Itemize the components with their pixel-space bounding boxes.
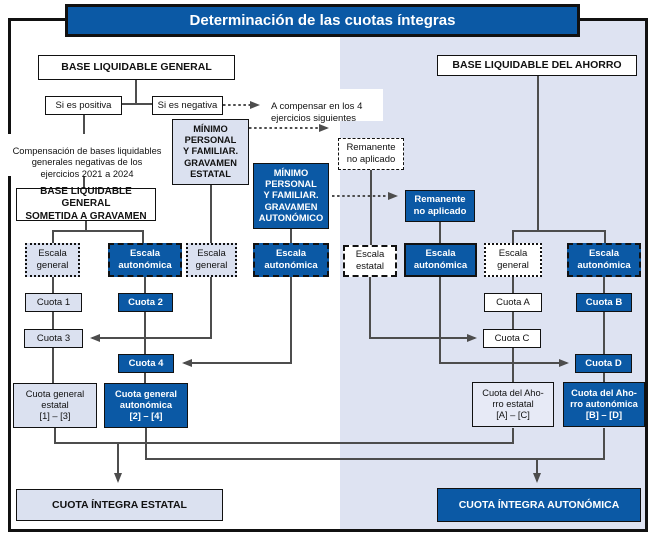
base-liquidable-ahorro-box: BASE LIQUIDABLE DEL AHORRO	[437, 55, 637, 76]
cuota-d-label: Cuota D	[585, 357, 622, 369]
cuota-b-box: Cuota B	[576, 293, 632, 312]
si-es-negativa-box: Si es negativa	[152, 96, 223, 115]
compensacion-note: Compensación de bases liquidables genera…	[6, 134, 168, 179]
cuota-2-box: Cuota 2	[118, 293, 173, 312]
escala-general-ahorro-label: Escala general	[497, 248, 529, 271]
escala-general-2-label: Escala general	[195, 248, 228, 271]
cuota-general-autonomica-label: Cuota general autonómica [2] – [4]	[115, 388, 177, 422]
page-title: Determinación de las cuotas íntegras	[65, 4, 580, 37]
cuota-ahorro-autonomica-box: Cuota del Aho- rro autonómica [B] – [D]	[563, 382, 645, 427]
remanente-no-aplicado-estatal-label: Remanente no aplicado	[346, 142, 396, 165]
page-title-label: Determinación de las cuotas íntegras	[189, 12, 456, 29]
cuota-integra-estatal-box: CUOTA ÍNTEGRA ESTATAL	[16, 489, 223, 521]
escala-autonomica-ahorro-1-box: Escala autonómica	[404, 243, 477, 277]
escala-autonomica-ahorro-2-box: Escala autonómica	[567, 243, 641, 277]
si-es-negativa-label: Si es negativa	[157, 99, 218, 111]
cuota-c-box: Cuota C	[483, 329, 541, 348]
escala-autonomica-2-label: Escala autonómica	[264, 248, 318, 271]
escala-general-1-label: Escala general	[36, 248, 69, 271]
cuota-a-label: Cuota A	[496, 296, 530, 308]
cuota-ahorro-estatal-box: Cuota del Aho- rro estatal [A] – [C]	[472, 382, 554, 427]
cuota-ahorro-estatal-label: Cuota del Aho- rro estatal [A] – [C]	[482, 387, 544, 421]
base-liquidable-general-label: BASE LIQUIDABLE GENERAL	[61, 61, 212, 74]
escala-autonomica-1-box: Escala autonómica	[108, 243, 182, 277]
cuota-integra-estatal-label: CUOTA ÍNTEGRA ESTATAL	[52, 498, 187, 511]
cuota-1-label: Cuota 1	[36, 296, 71, 308]
escala-estatal-label: Escala estatal	[355, 249, 385, 272]
base-liquidable-general-box: BASE LIQUIDABLE GENERAL	[38, 55, 235, 80]
cuota-general-autonomica-box: Cuota general autonómica [2] – [4]	[104, 383, 188, 428]
cuota-2-label: Cuota 2	[128, 296, 163, 308]
cuota-3-label: Cuota 3	[36, 332, 71, 344]
minimo-gravamen-autonomico-box: MÍNIMO PERSONAL Y FAMILIAR. GRAVAMEN AUT…	[253, 163, 329, 229]
cuota-3-box: Cuota 3	[24, 329, 83, 348]
escala-general-2-box: Escala general	[186, 243, 237, 277]
escala-estatal-box: Escala estatal	[343, 245, 397, 277]
cuota-d-box: Cuota D	[575, 354, 632, 373]
cuota-4-box: Cuota 4	[118, 354, 174, 373]
cuota-c-label: Cuota C	[494, 332, 530, 344]
remanente-no-aplicado-autonomico-label: Remanente no aplicado	[413, 194, 467, 217]
cuota-integra-autonomica-box: CUOTA ÍNTEGRA AUTONÓMICA	[437, 488, 641, 522]
escala-autonomica-ahorro-2-label: Escala autonómica	[577, 248, 631, 271]
escala-general-ahorro-box: Escala general	[484, 243, 542, 277]
sometida-gravamen-label: BASE LIQUIDABLE GENERAL SOMETIDA A GRAVA…	[25, 186, 147, 222]
base-liquidable-ahorro-label: BASE LIQUIDABLE DEL AHORRO	[452, 59, 622, 72]
escala-general-1-box: Escala general	[25, 243, 80, 277]
compensar-note-label: A compensar en los 4 ejercicios siguient…	[271, 100, 363, 124]
si-es-positiva-label: Si es positiva	[55, 99, 112, 111]
escala-autonomica-ahorro-1-label: Escala autonómica	[413, 248, 468, 271]
cuota-general-estatal-box: Cuota general estatal [1] – [3]	[13, 383, 97, 428]
cuota-a-box: Cuota A	[484, 293, 542, 312]
cuota-b-label: Cuota B	[585, 296, 623, 308]
minimo-gravamen-estatal-label: MÍNIMO PERSONAL Y FAMILIAR. GRAVAMEN EST…	[182, 123, 239, 179]
cuota-1-box: Cuota 1	[25, 293, 82, 312]
minimo-gravamen-autonomico-label: MÍNIMO PERSONAL Y FAMILIAR. GRAVAMEN AUT…	[258, 167, 324, 223]
sometida-gravamen-box: BASE LIQUIDABLE GENERAL SOMETIDA A GRAVA…	[16, 186, 156, 222]
cuota-general-estatal-label: Cuota general estatal [1] – [3]	[25, 388, 85, 422]
minimo-gravamen-estatal-box: MÍNIMO PERSONAL Y FAMILIAR. GRAVAMEN EST…	[172, 119, 249, 185]
cuota-ahorro-autonomica-label: Cuota del Aho- rro autonómica [B] – [D]	[570, 387, 638, 421]
remanente-no-aplicado-estatal-box: Remanente no aplicado	[338, 138, 404, 170]
compensacion-note-label: Compensación de bases liquidables genera…	[12, 145, 162, 179]
cuota-integra-autonomica-label: CUOTA ÍNTEGRA AUTONÓMICA	[458, 498, 620, 511]
remanente-no-aplicado-autonomico-box: Remanente no aplicado	[405, 190, 475, 222]
compensar-note: A compensar en los 4 ejercicios siguient…	[271, 89, 383, 124]
escala-autonomica-1-label: Escala autonómica	[118, 248, 172, 271]
si-es-positiva-box: Si es positiva	[45, 96, 122, 115]
escala-autonomica-2-box: Escala autonómica	[253, 243, 329, 277]
cuota-4-label: Cuota 4	[128, 357, 164, 369]
